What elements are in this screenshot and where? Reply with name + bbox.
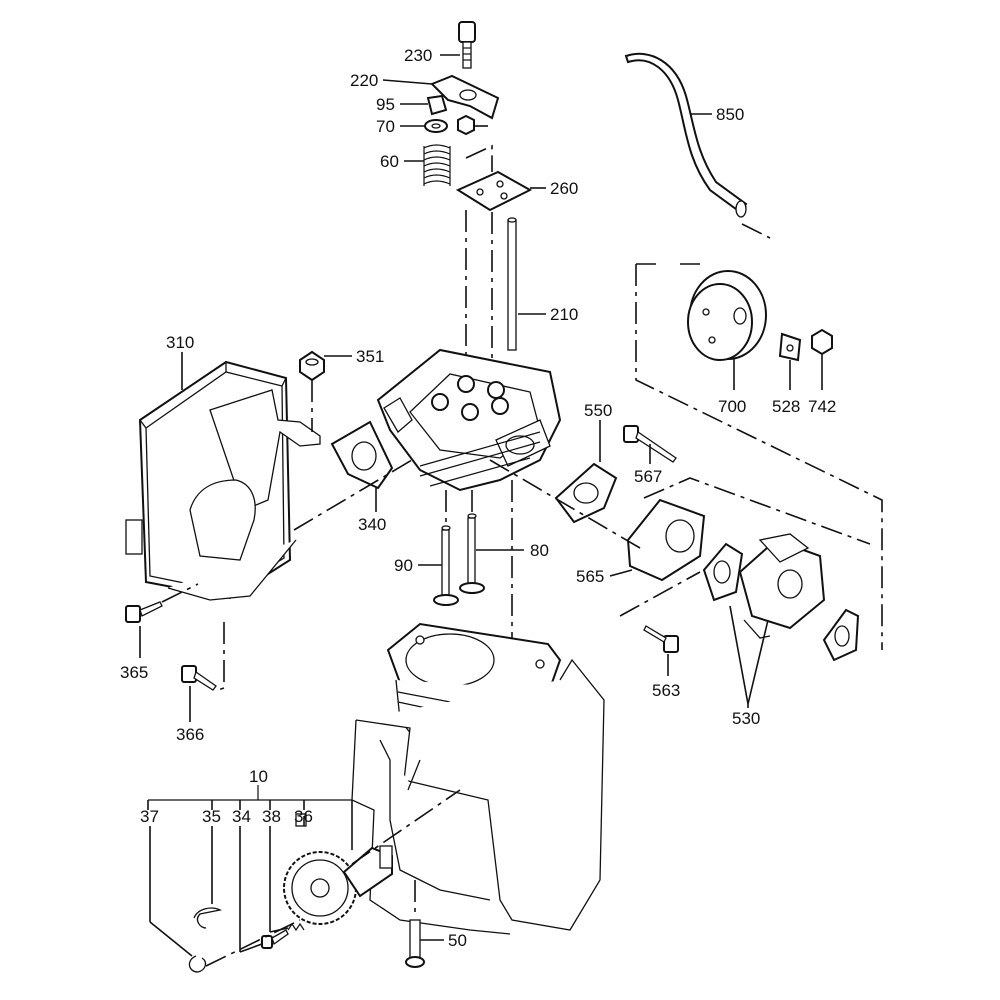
label-528: 528 <box>772 397 800 416</box>
label-550: 550 <box>584 401 612 420</box>
push-rod-210 <box>507 217 517 351</box>
label-310: 310 <box>166 333 194 352</box>
bolt-366 <box>181 665 217 691</box>
fuel-tube-850 <box>624 52 748 218</box>
label-565: 565 <box>576 567 604 586</box>
muffler-310 <box>125 360 321 601</box>
label-700: 700 <box>718 397 746 416</box>
label-742: 742 <box>808 397 836 416</box>
carburetor-530 <box>738 533 826 639</box>
camshaft-gear <box>283 845 393 925</box>
bolt-365 <box>125 601 163 623</box>
gasket-340 <box>330 420 394 490</box>
clip-37 <box>188 955 207 973</box>
label-36: 36 <box>294 807 313 826</box>
label-37: 37 <box>140 807 159 826</box>
gasket-530-a <box>702 542 744 602</box>
label-35: 35 <box>202 807 221 826</box>
crankcase <box>351 658 605 935</box>
nut-742 <box>811 328 833 356</box>
cylinder-head <box>376 348 562 492</box>
valve-90 <box>433 525 459 606</box>
label-34: 34 <box>232 807 251 826</box>
label-365: 365 <box>120 663 148 682</box>
pivot-nut-70 <box>457 114 475 136</box>
label-60: 60 <box>380 152 399 171</box>
valve-guide-plate-260 <box>455 144 533 212</box>
valve-cap-95 <box>426 94 448 116</box>
label-210: 210 <box>550 305 578 324</box>
label-850: 850 <box>716 105 744 124</box>
label-340: 340 <box>358 515 386 534</box>
label-260: 260 <box>550 179 578 198</box>
rocker-bolt-230 <box>458 21 476 69</box>
rocker-arm-220 <box>430 74 500 120</box>
air-cleaner-700 <box>687 270 767 361</box>
retainer-70 <box>424 119 448 133</box>
label-351: 351 <box>356 347 384 366</box>
label-230: 230 <box>404 46 432 65</box>
label-220: 220 <box>350 71 378 90</box>
lifter-50 <box>405 919 425 968</box>
label-70: 70 <box>376 117 395 136</box>
label-563: 563 <box>652 681 680 700</box>
valve-80 <box>459 513 485 594</box>
label-366: 366 <box>176 725 204 744</box>
label-530: 530 <box>732 709 760 728</box>
bolt-567 <box>623 425 677 463</box>
label-10: 10 <box>249 767 268 786</box>
label-567: 567 <box>634 467 662 486</box>
gasket-530-b <box>822 608 860 662</box>
gasket-550 <box>554 462 618 524</box>
label-90: 90 <box>394 556 413 575</box>
label-50: 50 <box>448 931 467 950</box>
label-80: 80 <box>530 541 549 560</box>
label-38: 38 <box>262 807 281 826</box>
bolt-563 <box>643 625 679 653</box>
label-95: 95 <box>376 95 395 114</box>
bracket-528 <box>778 332 802 362</box>
insulator-565 <box>626 498 706 582</box>
valve-spring-60 <box>423 144 451 186</box>
pin-35 <box>193 907 222 929</box>
pin-36 <box>295 813 307 827</box>
spring-38 <box>287 922 305 932</box>
nut-351 <box>299 350 325 382</box>
